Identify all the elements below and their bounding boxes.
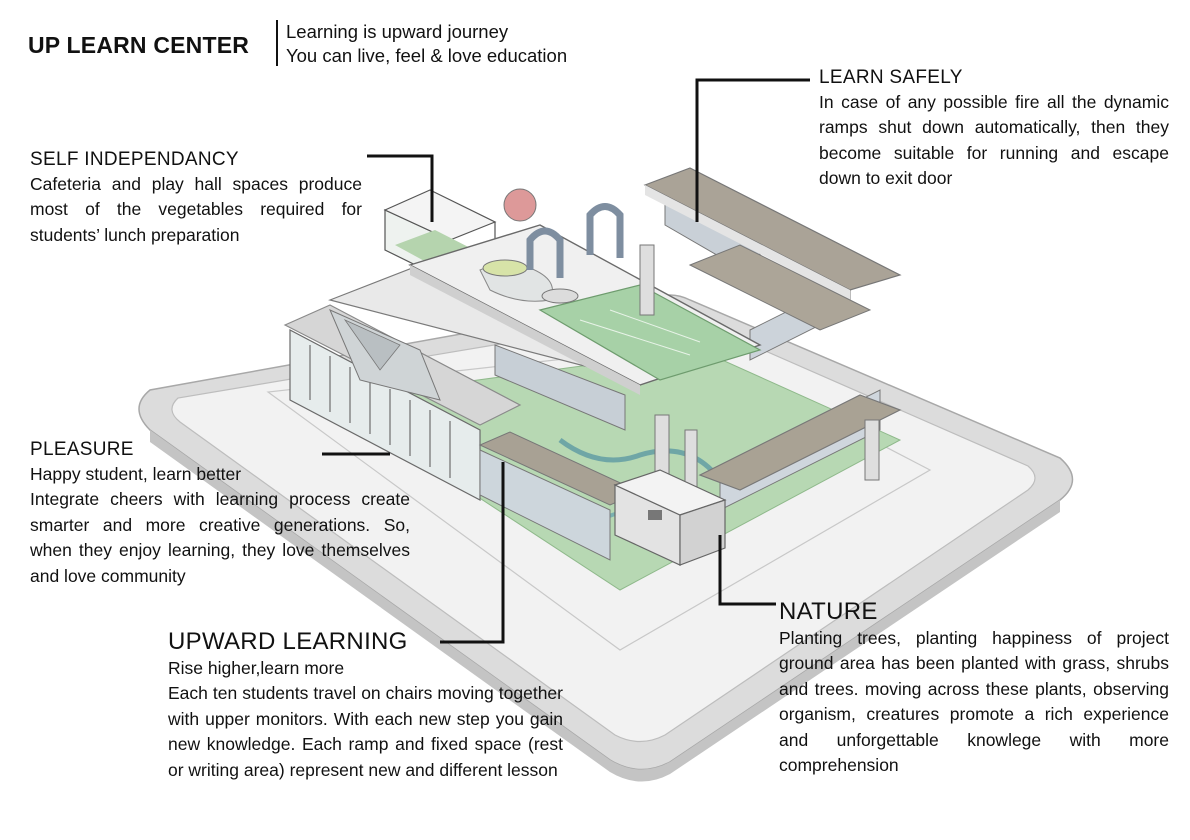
self-independancy-heading: SELF INDEPENDANCY [30,149,239,170]
leader-self-independancy [367,154,434,222]
tagline-line-2: You can live, feel & love education [286,45,568,66]
upward-learning-body: Each ten students travel on chairs movin… [168,683,563,780]
tagline: Learning is upward journey You can live,… [286,20,567,68]
tagline-line-1: Learning is upward journey [286,21,509,42]
self-independancy-body: Cafeteria and play hall spaces produce m… [30,174,362,245]
main-deck [328,224,762,395]
title-divider [276,20,278,66]
leader-nature [718,535,776,606]
pleasure-lead: Happy student, learn better [30,464,242,484]
faceted-wall [329,309,441,401]
pleasure-block: PLEASURE Happy student, learn better Int… [30,438,410,589]
leader-upward-learning [440,462,505,644]
nature-block: NATURE Planting trees, planting happines… [779,598,1169,778]
page-title: UP LEARN CENTER [28,32,250,58]
pleasure-body: Integrate cheers with learning process c… [30,489,410,586]
service-box [613,469,727,566]
pleasure-heading: PLEASURE [30,439,134,460]
learn-safely-block: LEARN SAFELY In case of any possible fir… [819,66,1169,192]
self-independancy-block: SELF INDEPENDANCY Cafeteria and play hal… [30,148,362,248]
leader-learn-safely [695,78,810,222]
learn-safely-heading: LEARN SAFELY [819,67,963,88]
nature-body: Planting trees, planting happiness of pr… [779,628,1169,776]
upward-learning-heading: UPWARD LEARNING [168,628,408,655]
arches [503,188,624,278]
roofs [478,167,902,506]
nature-heading: NATURE [779,598,878,625]
upward-learning-block: UPWARD LEARNING Rise higher,learn more E… [168,628,563,783]
learn-safely-body: In case of any possible fire all the dyn… [819,92,1169,189]
leader-lines [322,78,810,644]
upward-learning-lead: Rise higher,learn more [168,658,345,678]
